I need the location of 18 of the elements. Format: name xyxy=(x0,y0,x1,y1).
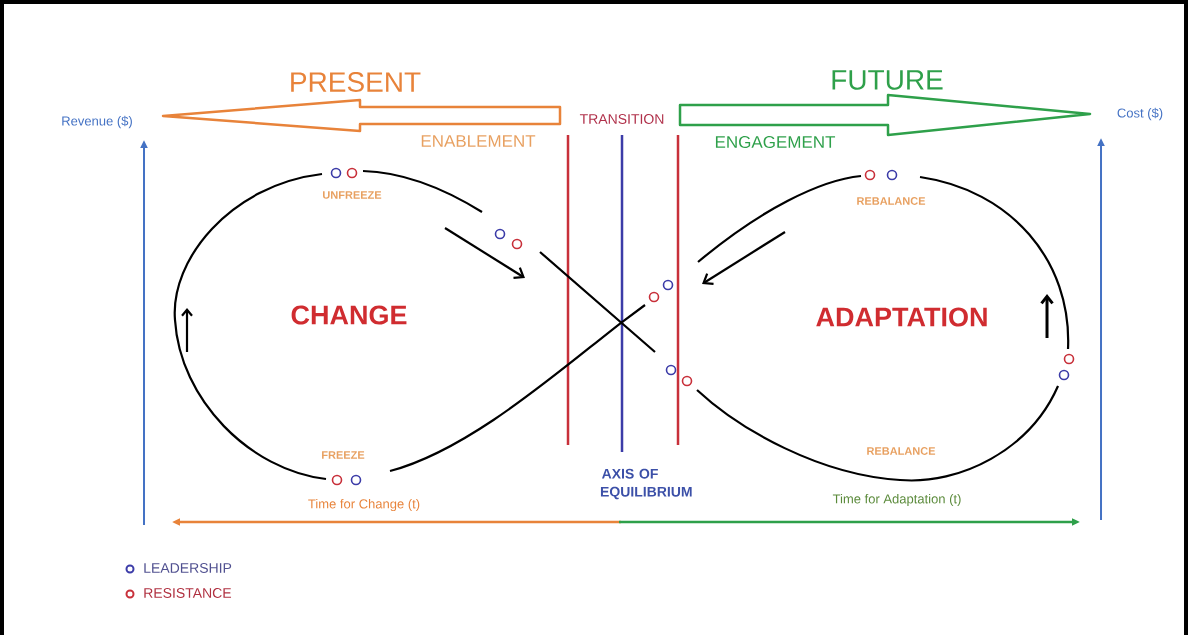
stage-label: FREEZE xyxy=(322,451,365,459)
stage-label: REBALANCE xyxy=(857,197,926,205)
phase-label: ADAPTATION xyxy=(816,307,987,327)
stage-label: REBALANCE xyxy=(867,447,936,455)
axis-label: Time for Adaptation (t) xyxy=(832,493,961,507)
stage-label: UNFREEZE xyxy=(323,191,382,199)
axis-label: Cost ($) xyxy=(1117,107,1163,121)
axis-label: Revenue ($) xyxy=(62,115,132,129)
zone-label: ENGAGEMENT xyxy=(715,136,836,149)
legend-text: LEADERSHIP xyxy=(144,563,232,573)
phase-label: CHANGE xyxy=(291,305,407,325)
axis-label: Time for Change (t) xyxy=(308,498,420,512)
heading-text: FUTURE xyxy=(832,70,943,90)
axis-label: AXIS OF EQUILIBRIUM xyxy=(600,468,692,500)
zone-label: TRANSITION xyxy=(579,114,664,124)
legend-text: RESISTANCE xyxy=(144,588,232,598)
zone-label: ENABLEMENT xyxy=(421,135,536,147)
heading-text: PRESENT xyxy=(291,72,421,92)
